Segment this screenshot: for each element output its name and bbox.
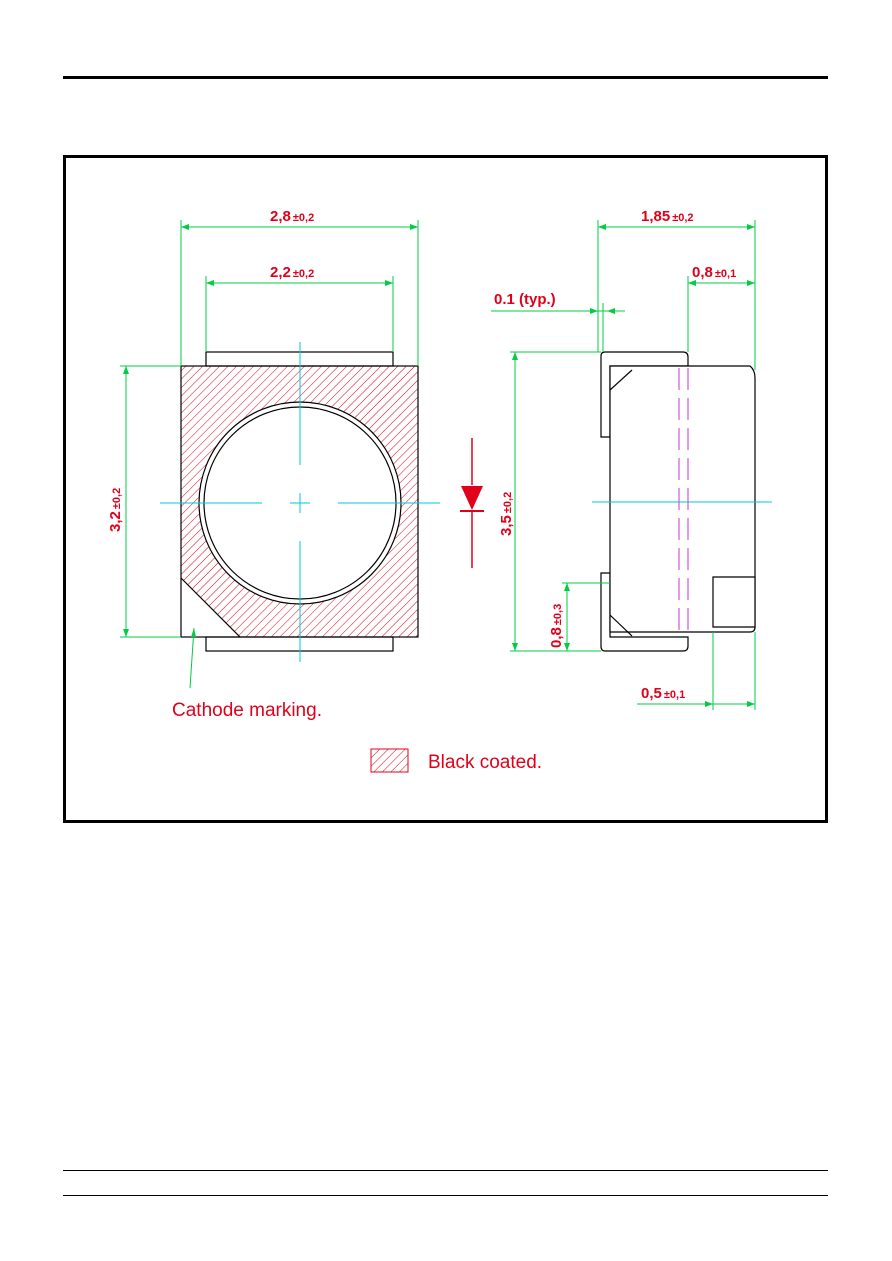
front-extension-lines	[120, 220, 419, 689]
dim-depth-lens: 0,8±0,1	[692, 264, 736, 281]
footer-rule-top	[63, 1170, 828, 1171]
dim-height-body: 3,2±0,2	[107, 488, 124, 532]
legend-label: Black coated.	[428, 752, 542, 773]
header-rule	[63, 76, 828, 79]
front-view: 2,8±0,2 2,2±0,2 3,2±0,2	[107, 208, 440, 689]
side-extension-lines	[491, 220, 756, 710]
dim-lead-gap: 0,8±0,3	[548, 604, 565, 648]
legend-swatch	[370, 748, 409, 773]
dim-width-body: 2,8±0,2	[270, 208, 314, 225]
lead-foot	[712, 576, 756, 628]
drawing-frame	[63, 155, 828, 823]
footer-rule-bottom	[63, 1195, 828, 1196]
cathode-chamfer	[180, 577, 241, 638]
black-coated-body	[181, 366, 418, 637]
cathode-marking-label: Cathode marking.	[172, 700, 322, 721]
diode-symbol	[460, 438, 484, 568]
dim-depth-total: 1,85±0,2	[641, 208, 694, 225]
dim-height-total: 3,5±0,2	[498, 492, 515, 536]
side-arrowheads	[512, 224, 755, 707]
side-view: 1,85±0,2 0,8±0,1 0.1 (typ.) 3,5±0,2 0,8±…	[491, 208, 772, 710]
front-arrowheads	[123, 224, 418, 637]
dim-typ-thickness: 0.1 (typ.)	[494, 291, 556, 308]
dim-width-pad: 2,2±0,2	[270, 264, 314, 281]
side-hidden-lines	[678, 368, 689, 634]
front-center-lines	[160, 342, 440, 662]
dim-lead-width: 0,5±0,1	[641, 685, 685, 702]
